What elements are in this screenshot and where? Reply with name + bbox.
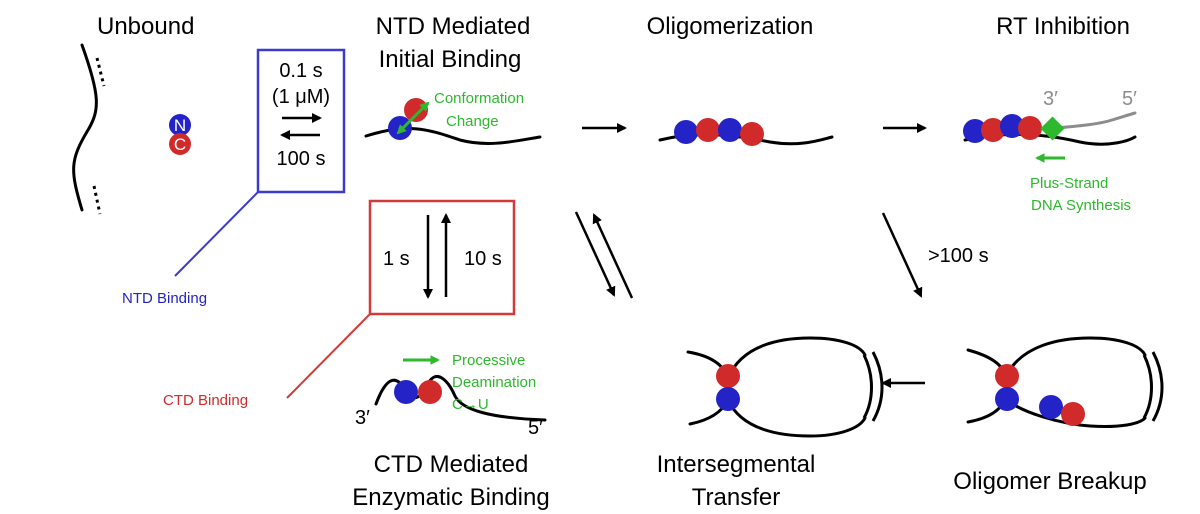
rt-inhibition-title: RT Inhibition xyxy=(996,13,1130,40)
intersegmental-loop-inner xyxy=(862,354,873,419)
ctd-callout-line xyxy=(286,313,371,399)
processive-line3: C→U xyxy=(452,396,489,413)
conformation-arrow xyxy=(396,101,430,135)
rt-nascent-strand xyxy=(1053,111,1137,130)
ntd-box-border xyxy=(256,48,346,194)
breakup-loop-outer xyxy=(1151,351,1164,422)
ctd-rate-down: 1 s xyxy=(383,248,410,270)
rt-ntd-2 xyxy=(1000,114,1024,138)
ctd-title-line2: Enzymatic Binding xyxy=(352,484,549,511)
rt-inhibition-panel: RT Inhibition 3′ 5′ Plus-Strand DNA Synt… xyxy=(963,13,1137,214)
ctd-title-line1: CTD Mediated xyxy=(374,451,529,478)
breakup-ctd-1 xyxy=(995,364,1019,388)
ntd-callout-line xyxy=(174,191,259,277)
oligomerization-panel: Oligomerization xyxy=(647,13,834,146)
breakup-ctd-2 xyxy=(1061,402,1085,426)
arrow-from-intersegmental xyxy=(592,213,634,299)
rt-five-prime: 5′ xyxy=(1122,88,1137,110)
conformation-line2: Change xyxy=(446,113,499,130)
intersegmental-dna-top xyxy=(686,336,867,383)
ctd-binding-label: CTD Binding xyxy=(163,392,248,409)
rt-ntd-1 xyxy=(963,119,987,143)
breakup-loop-inner xyxy=(1142,354,1153,419)
ctd-three-prime: 3′ xyxy=(355,407,370,429)
ntd-rate-on: 0.1 s xyxy=(279,60,322,82)
ntd-bound-circle xyxy=(388,116,412,140)
ctd-bound-circle xyxy=(404,98,428,122)
breakup-ntd-1 xyxy=(995,387,1019,411)
oligomerization-title: Oligomerization xyxy=(647,13,814,40)
intersegmental-panel: Intersegmental Transfer xyxy=(657,336,884,511)
ctd-panel-ntd xyxy=(394,380,418,404)
ntd-binding-label: NTD Binding xyxy=(122,290,207,307)
rt-ctd-1 xyxy=(981,118,1005,142)
reverse-transcriptase-diamond xyxy=(1040,116,1065,141)
conformation-line1: Conformation xyxy=(434,90,524,107)
arrow-to-breakup xyxy=(881,212,923,298)
breakup-title: Oligomer Breakup xyxy=(953,468,1146,495)
oligomer-ctd-2 xyxy=(740,122,764,146)
intersegmental-loop-outer xyxy=(871,351,884,422)
ntd-concentration: (1 μM) xyxy=(272,86,330,108)
intersegmental-ntd xyxy=(716,387,740,411)
oligomer-ctd-1 xyxy=(696,118,720,142)
ctd-panel-ctd xyxy=(418,380,442,404)
unbound-title: Unbound xyxy=(97,13,194,40)
ntd-title-line1: NTD Mediated xyxy=(376,13,531,40)
oligomer-ntd-2 xyxy=(718,118,742,142)
intersegmental-ctd xyxy=(716,364,740,388)
unbound-panel: Unbound N C xyxy=(72,13,194,215)
intersegmental-dna-bottom xyxy=(688,396,867,438)
ctd-box-border xyxy=(368,199,516,316)
processive-line1: Processive xyxy=(452,352,525,369)
ntd-circle xyxy=(169,114,191,136)
ntd-title-line2: Initial Binding xyxy=(379,46,522,73)
ctd-five-prime: 5′ xyxy=(528,417,543,439)
ntd-rate-box: 0.1 s (1 μM) 100 s NTD Binding xyxy=(122,48,346,307)
breakup-dna-bottom xyxy=(966,396,1147,428)
oligomer-ntd-1 xyxy=(674,120,698,144)
oligomer-breakup-panel: Oligomer Breakup xyxy=(953,336,1164,495)
ctd-circle xyxy=(169,133,191,155)
ctd-rate-up: 10 s xyxy=(464,248,502,270)
unbound-dna-dots-top xyxy=(95,57,106,87)
intersegmental-title-line2: Transfer xyxy=(692,484,780,511)
processive-line2: Deamination xyxy=(452,374,536,391)
ctd-rate-box: 1 s 10 s CTD Binding xyxy=(163,199,516,409)
breakup-dna-top xyxy=(966,336,1147,380)
unbound-dna xyxy=(72,43,98,212)
plus-strand-line1: Plus-Strand xyxy=(1030,175,1108,192)
breakup-ntd-2 xyxy=(1039,395,1063,419)
ctd-letter: C xyxy=(174,135,186,154)
unbound-dna-dots-bottom xyxy=(92,185,102,215)
ntd-binding-panel: NTD Mediated Initial Binding Conformatio… xyxy=(364,13,542,145)
intersegmental-title-line1: Intersegmental xyxy=(657,451,816,478)
rt-three-prime: 3′ xyxy=(1043,88,1058,110)
ntd-rate-off: 100 s xyxy=(277,148,326,170)
breakup-time: >100 s xyxy=(928,245,989,267)
arrow-to-intersegmental xyxy=(574,211,616,297)
rt-ctd-2 xyxy=(1018,116,1042,140)
plus-strand-line2: DNA Synthesis xyxy=(1031,197,1131,214)
ntd-letter: N xyxy=(174,116,186,135)
ctd-binding-panel: Processive Deamination C→U 3′ 5′ CTD Med… xyxy=(352,352,549,511)
